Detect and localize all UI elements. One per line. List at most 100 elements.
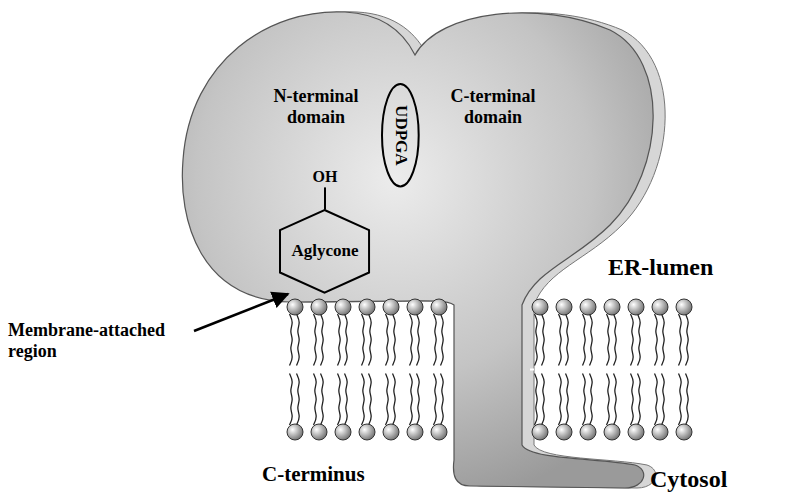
lipid-tail: [410, 314, 413, 366]
lipid-tail: [417, 314, 420, 366]
node-text: Aglycone: [291, 242, 358, 261]
lipid-tail: [362, 374, 365, 426]
protein-body: [182, 12, 653, 488]
lipid-head: [431, 424, 447, 440]
lipid-tail: [559, 314, 562, 366]
aglycone-ring: Aglycone: [279, 209, 370, 294]
ellipse-path: [382, 84, 419, 186]
lipid-head: [383, 299, 399, 315]
lipid-head: [628, 299, 644, 315]
lipid-tail: [321, 314, 324, 366]
lipid-tail: [338, 314, 341, 366]
lipid-head: [407, 424, 423, 440]
lipid-head: [359, 424, 375, 440]
lipid-tail: [314, 314, 317, 366]
lipid-head: [311, 299, 327, 315]
lipid-tail: [338, 374, 341, 426]
lipid-head: [556, 299, 572, 315]
lipid-tail: [662, 374, 665, 426]
lipid-tail: [290, 314, 293, 366]
lipid-tail: [441, 314, 444, 366]
lipid-head: [335, 299, 351, 315]
lipid-head: [431, 299, 447, 315]
lipid-tail: [345, 314, 348, 366]
lipid-head: [652, 299, 668, 315]
lipid-tail: [369, 314, 372, 366]
hydroxyl-label: OH: [300, 168, 350, 186]
lipid-head: [359, 299, 375, 315]
lipid-tail: [321, 374, 324, 426]
lipid-tail: [607, 374, 610, 426]
lipid-tail: [655, 314, 658, 366]
lipid-tail: [386, 374, 389, 426]
lipid-tail: [297, 374, 300, 426]
lipid-tail: [638, 314, 641, 366]
lipid-head: [676, 299, 692, 315]
lipid-tail: [614, 374, 617, 426]
lipid-tail: [686, 314, 689, 366]
lipid-tail: [655, 374, 658, 426]
lipid-tail: [393, 374, 396, 426]
node-text: UDPGA: [391, 105, 410, 165]
leader-arrow: [194, 294, 288, 331]
bilayer-midline: [285, 369, 450, 371]
lipid-tail: [583, 374, 586, 426]
hexagon-path: [280, 210, 369, 293]
lipid-head: [335, 424, 351, 440]
lipid-head: [580, 424, 596, 440]
lipid-tail: [583, 314, 586, 366]
lipid-tail: [297, 314, 300, 366]
lipid-tail: [679, 374, 682, 426]
node-text-stack: Aglycone: [291, 242, 358, 261]
lipid-tail: [631, 374, 634, 426]
lipid-tail: [290, 374, 293, 426]
hydroxyl-bond: [324, 187, 326, 209]
terminus-label: C-terminus: [262, 462, 365, 486]
lipid-head: [532, 424, 548, 440]
lipid-tail: [441, 374, 444, 426]
lipid-tail: [535, 374, 538, 426]
lipid-tail: [542, 374, 545, 426]
compartment-label: ER-lumen: [608, 254, 713, 282]
bilayer-midline: [530, 369, 700, 371]
lipid-tail: [566, 314, 569, 366]
lipid-head: [580, 299, 596, 315]
lipid-tail: [590, 374, 593, 426]
lipid-head: [383, 424, 399, 440]
lipid-head: [287, 299, 303, 315]
lipid-head: [556, 424, 572, 440]
lipid-head: [676, 424, 692, 440]
lipid-tail: [590, 314, 593, 366]
lipid-tail: [566, 374, 569, 426]
lipid-head: [628, 424, 644, 440]
lipid-tail: [386, 314, 389, 366]
lipid-tail: [434, 374, 437, 426]
compartment-label: Cytosol: [650, 466, 727, 494]
lipid-tail: [638, 374, 641, 426]
lipid-tail: [631, 314, 634, 366]
lipid-tail: [542, 314, 545, 366]
lipid-head: [652, 424, 668, 440]
lipid-tail: [434, 314, 437, 366]
lipid-tail: [345, 374, 348, 426]
lipid-tail: [393, 314, 396, 366]
region-label: Membrane-attached region: [8, 320, 188, 361]
lipid-tail: [662, 314, 665, 366]
lipid-tail: [410, 374, 413, 426]
cosubstrate-ellipse: UDPGA: [381, 83, 420, 187]
lipid-tail: [559, 374, 562, 426]
lipid-head: [311, 424, 327, 440]
lipid-head: [604, 424, 620, 440]
domain-label: C-terminal domain: [438, 86, 548, 127]
lipid-tail: [679, 314, 682, 366]
lipid-head: [287, 424, 303, 440]
lipid-tail: [314, 374, 317, 426]
domain-label: N-terminal domain: [262, 86, 370, 127]
lipid-head: [604, 299, 620, 315]
lipid-bilayer: [285, 299, 700, 440]
lipid-tail: [535, 314, 538, 366]
lipid-tail: [362, 314, 365, 366]
lipid-tail: [686, 374, 689, 426]
